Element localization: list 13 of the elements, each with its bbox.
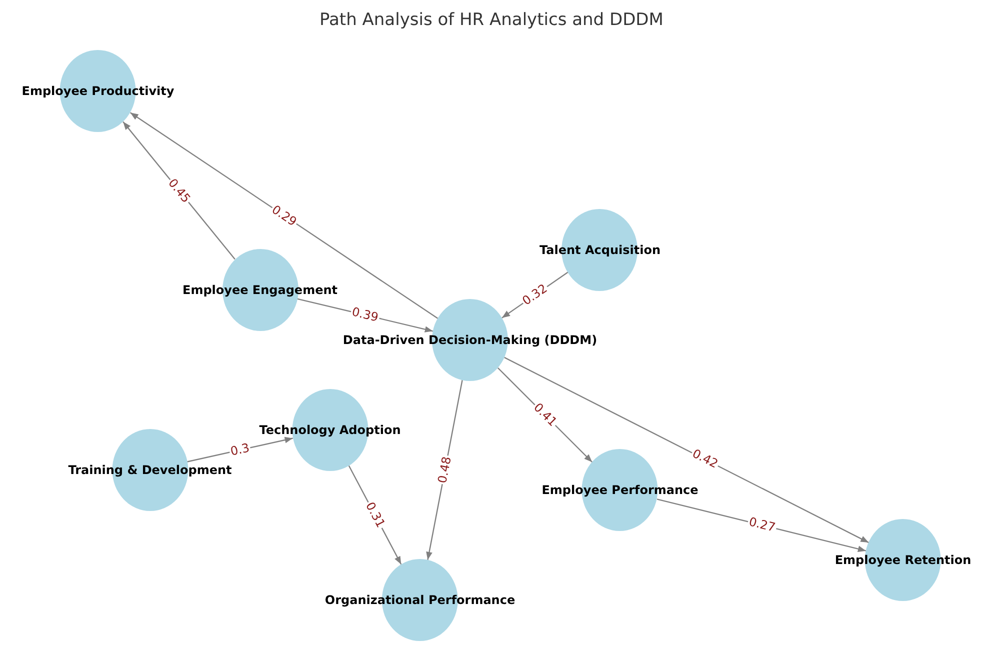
node-label: Employee Performance: [542, 483, 698, 497]
arrow: [130, 112, 438, 319]
node-label: Organizational Performance: [324, 593, 516, 607]
arrow: [187, 436, 293, 462]
node-label: Training & Development: [68, 463, 232, 477]
node-label: Talent Acquisition: [540, 243, 660, 257]
arrow: [504, 356, 869, 544]
chart-title: Path Analysis of HR Analytics and DDDM: [318, 10, 664, 30]
node-label: Technology Adoption: [259, 423, 401, 437]
node-label: Employee Productivity: [22, 84, 174, 98]
node-label: Data-Driven Decision-Making (DDDM): [342, 333, 598, 347]
node-label: Employee Engagement: [182, 283, 338, 297]
node-label: Employee Retention: [834, 553, 972, 567]
